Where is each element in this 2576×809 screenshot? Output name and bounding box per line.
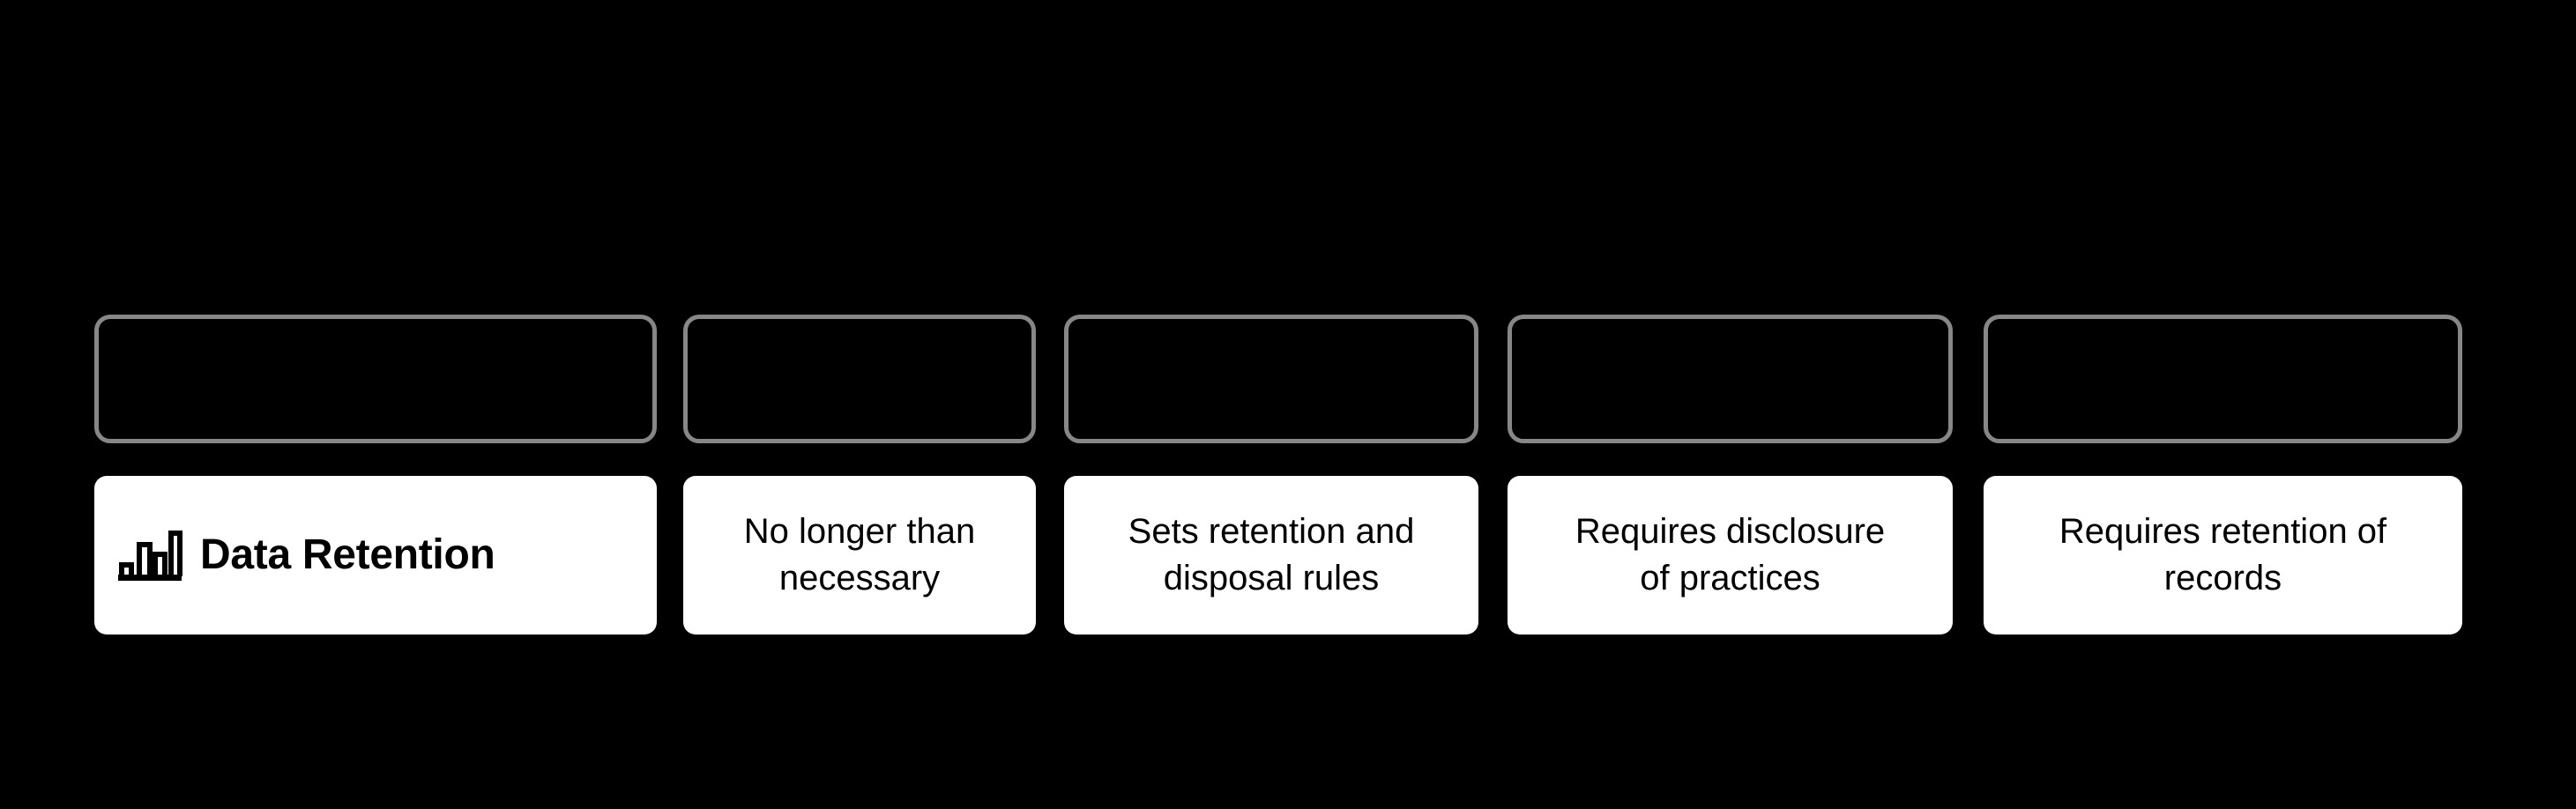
card-sets-retention-and-disposal-rules[interactable]: Sets retention and disposal rules — [1064, 476, 1478, 635]
card-label: Requires disclosure of practices — [1575, 512, 1886, 597]
card-label: Sets retention and disposal rules — [1128, 512, 1415, 597]
card-title-data-retention: Data Retention — [200, 531, 495, 578]
frame-box-1[interactable] — [94, 315, 657, 443]
card-row: Data Retention No longer than necessary … — [0, 476, 2576, 635]
frame-box-4[interactable] — [1508, 315, 1953, 443]
card-data-retention[interactable]: Data Retention — [94, 476, 657, 635]
frame-box-3[interactable] — [1064, 315, 1478, 443]
card-label: Requires retention of records — [2059, 512, 2387, 597]
card-requires-retention-of-records[interactable]: Requires retention of records — [1984, 476, 2462, 635]
bar-chart-icon — [117, 528, 182, 583]
card-label: No longer than necessary — [743, 512, 976, 597]
frame-row — [0, 315, 2576, 443]
card-requires-disclosure-of-practices[interactable]: Requires disclosure of practices — [1508, 476, 1953, 635]
frame-box-5[interactable] — [1984, 315, 2462, 443]
frame-box-2[interactable] — [683, 315, 1036, 443]
card-no-longer-than-necessary[interactable]: No longer than necessary — [683, 476, 1036, 635]
